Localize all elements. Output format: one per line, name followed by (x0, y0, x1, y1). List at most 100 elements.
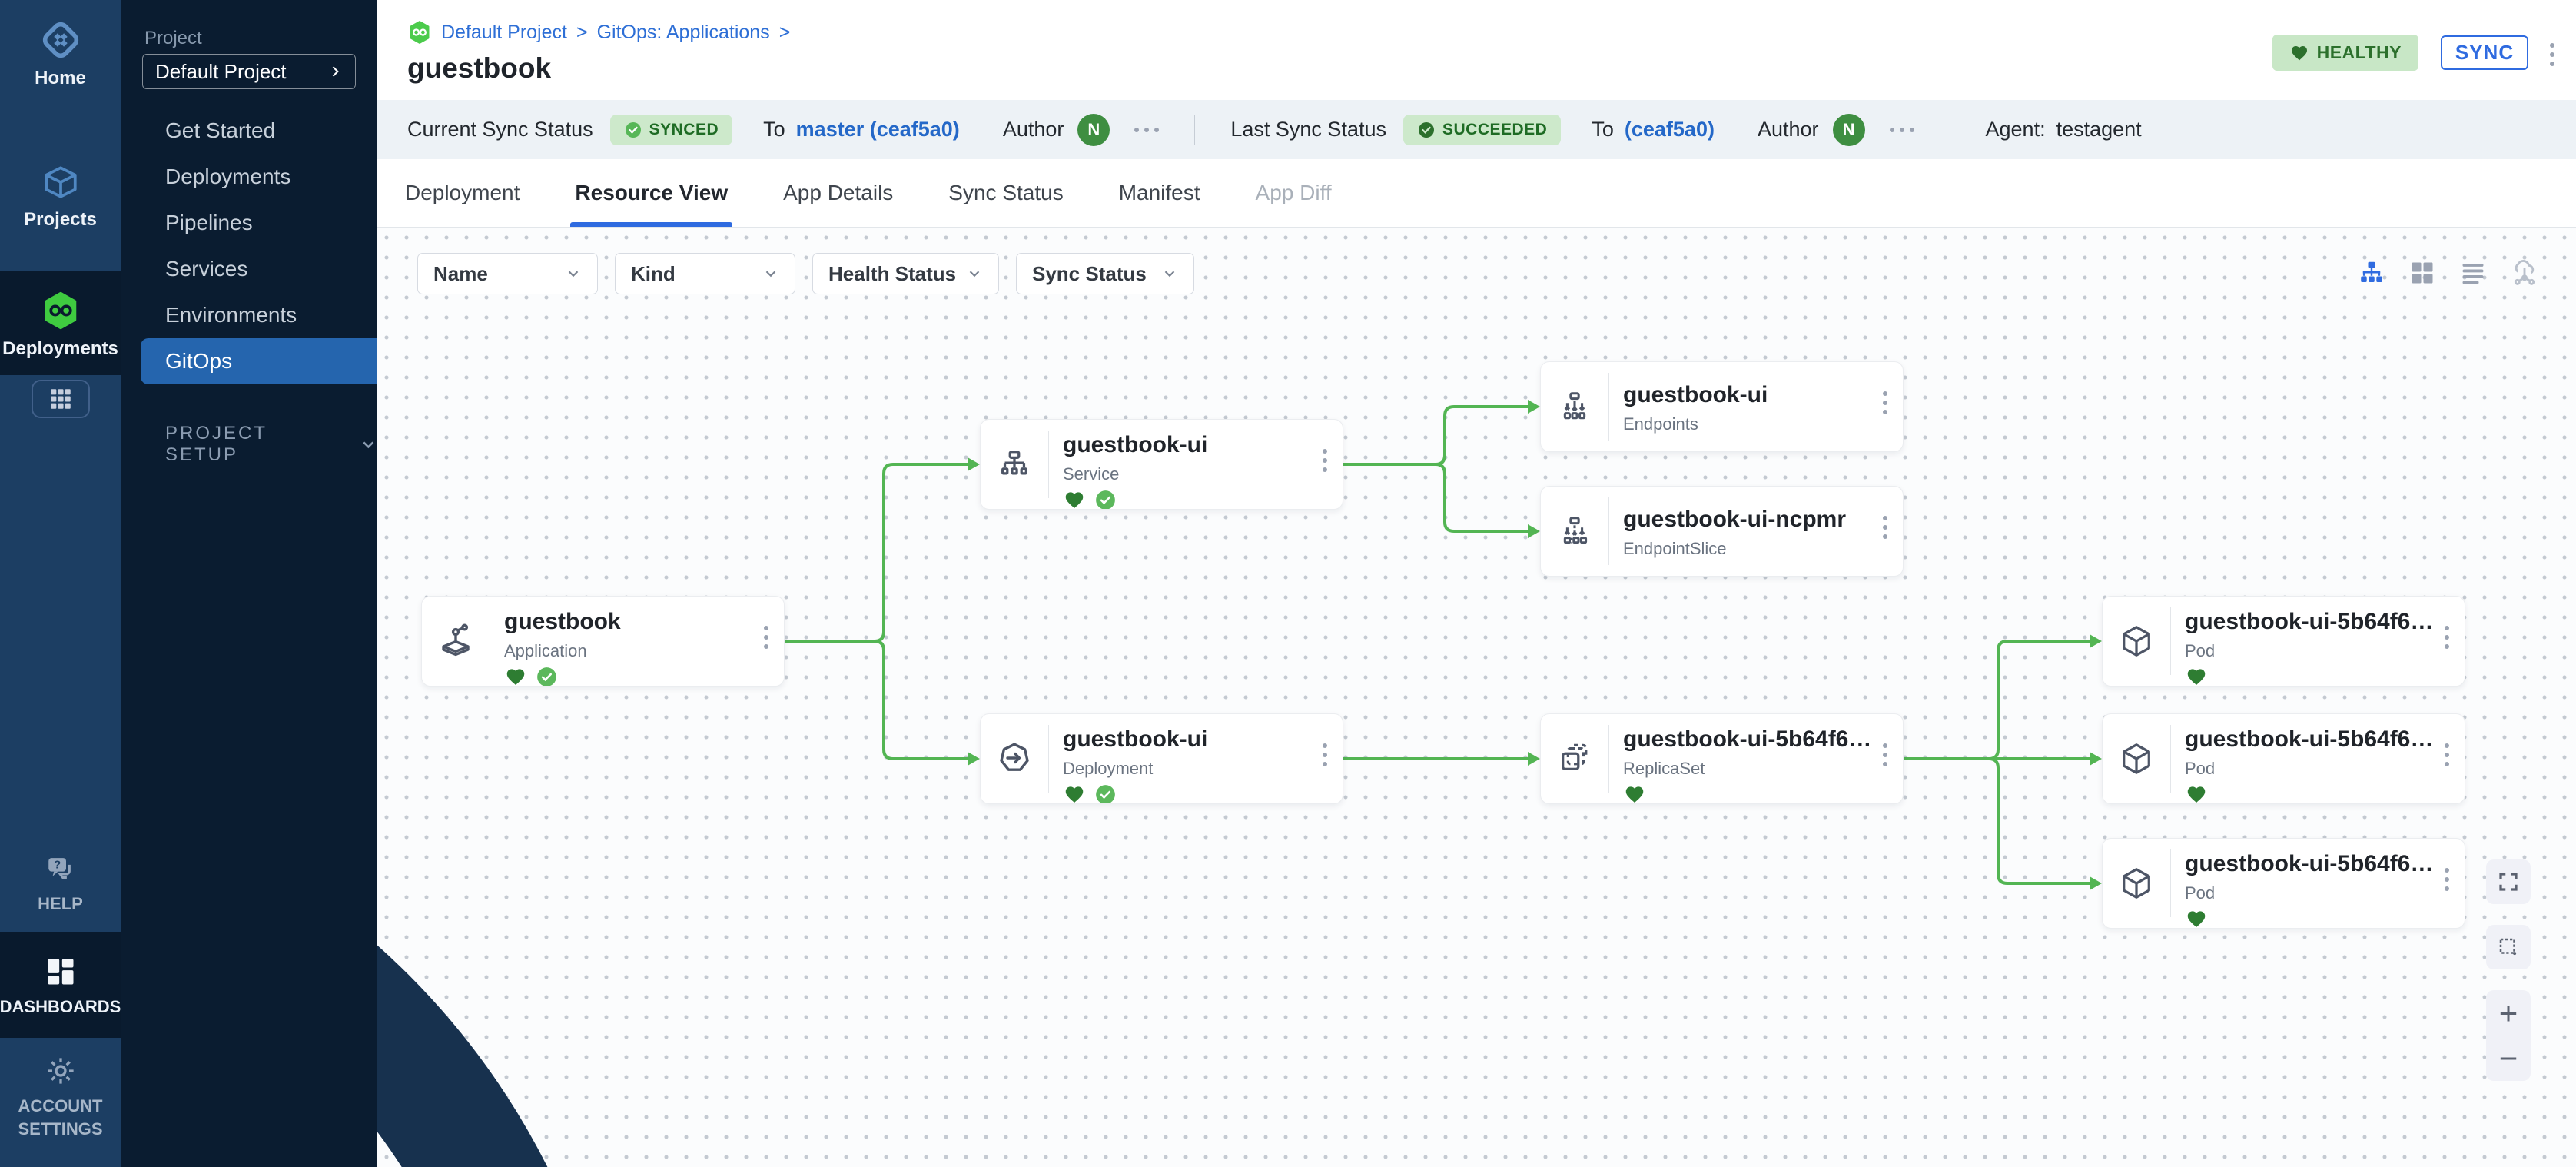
last-sync-more-kebab[interactable] (1889, 127, 1914, 132)
chevron-right-icon (332, 66, 339, 77)
resource-kind: Pod (2185, 759, 2216, 778)
rail-item-help[interactable]: ? HELP (0, 836, 121, 932)
node-menu-kebab[interactable] (764, 626, 768, 649)
rail-label-account-settings: ACCOUNT SETTINGS (18, 1096, 103, 1139)
breadcrumb-item-gitops-applications[interactable]: GitOps: Applications (596, 21, 770, 43)
node-menu-kebab[interactable] (1323, 449, 1327, 472)
node-menu-kebab[interactable] (1883, 743, 1887, 766)
pod-cube-icon (2103, 839, 2170, 928)
resource-kind: EndpointSlice (1623, 539, 1727, 558)
resource-name: guestbook-ui (1063, 726, 1208, 752)
node-menu-kebab[interactable] (1883, 391, 1887, 414)
tab-resource-view[interactable]: Resource View (570, 159, 732, 227)
zoom-controls: + − (2486, 990, 2531, 1081)
resource-name: guestbook-ui-5b64f6959... (2185, 726, 2438, 752)
node-menu-kebab[interactable] (2445, 743, 2449, 766)
healthy-heart-icon (1625, 786, 1644, 803)
tab-sync-status[interactable]: Sync Status (948, 181, 1064, 204)
help-chat-icon: ? (48, 858, 71, 879)
synced-check-icon (537, 667, 556, 686)
resource-name: guestbook-ui-5b64f69597 (1623, 726, 1877, 752)
healthy-heart-icon (2187, 669, 2206, 686)
endpoints-icon (1541, 362, 1608, 451)
agent-label: Agent: (1985, 118, 2046, 141)
resource-node-replicaset-guestbook-ui-5b64f69597[interactable]: guestbook-ui-5b64f69597 ReplicaSet (1540, 713, 1904, 804)
resource-node-service-guestbook-ui[interactable]: guestbook-ui Service (980, 419, 1343, 510)
breadcrumb-item-project[interactable]: Default Project (441, 21, 567, 43)
rail-item-deployments[interactable]: Deployments (0, 271, 121, 375)
rail-item-account-settings[interactable]: ACCOUNT SETTINGS (0, 1038, 121, 1167)
resource-node-endpoints-guestbook-ui[interactable]: guestbook-ui Endpoints (1540, 361, 1904, 452)
filter-health-status[interactable]: Health Status (812, 253, 999, 294)
pod-cube-icon (2103, 714, 2170, 803)
author-label: Author (1757, 118, 1819, 141)
tab-deployment[interactable]: Deployment (405, 181, 520, 204)
harness-home-icon (42, 22, 78, 58)
filter-sync-status[interactable]: Sync Status (1016, 253, 1194, 294)
sidebar-item-pipelines[interactable]: Pipelines (165, 211, 253, 234)
status-divider (1194, 114, 1196, 145)
filter-kind[interactable]: Kind (615, 253, 795, 294)
check-circle-icon (1418, 121, 1434, 138)
node-menu-kebab[interactable] (1323, 743, 1327, 766)
node-menu-kebab[interactable] (2445, 868, 2449, 891)
resource-node-endpointslice-guestbook-ui-ncpmr[interactable]: guestbook-ui-ncpmr EndpointSlice (1540, 486, 1904, 577)
sync-button[interactable]: SYNC (2441, 35, 2528, 70)
rail-item-projects[interactable]: Projects (0, 146, 121, 248)
project-selector-value: Default Project (155, 59, 287, 83)
zoom-out-button[interactable]: − (2498, 1039, 2518, 1076)
last-sync-status-badge: SUCCEEDED (1403, 114, 1562, 145)
gear-icon (47, 1058, 74, 1084)
chevron-down-icon (568, 271, 579, 278)
breadcrumb: Default Project > GitOps: Applications > (407, 20, 790, 45)
module-picker-button[interactable] (31, 380, 90, 418)
resource-tree-edges (785, 400, 2102, 890)
resource-node-pod-1[interactable]: guestbook-ui-5b64f6959... Pod (2102, 596, 2465, 687)
last-sync-revision-link[interactable]: (ceaf5a0) (1624, 118, 1715, 141)
author-avatar[interactable]: N (1077, 113, 1110, 146)
endpointslice-icon (1541, 487, 1608, 576)
selection-mode-button[interactable] (2486, 925, 2531, 969)
tab-manifest[interactable]: Manifest (1118, 181, 1200, 204)
sidebar-item-services[interactable]: Services (165, 257, 248, 281)
resource-kind: Endpoints (1623, 414, 1698, 434)
sidebar-item-gitops[interactable]: GitOps (141, 338, 377, 384)
main-content: Default Project > GitOps: Applications >… (377, 0, 2576, 1167)
node-menu-kebab[interactable] (2445, 626, 2449, 649)
healthy-heart-icon (2187, 786, 2206, 803)
resource-node-pod-3[interactable]: guestbook-ui-5b64f6959... Pod (2102, 838, 2465, 929)
resource-node-deployment-guestbook-ui[interactable]: guestbook-ui Deployment (980, 713, 1343, 804)
rail-item-dashboards[interactable]: DASHBOARDS (0, 932, 121, 1038)
nav-rail: Home Projects Deployments (0, 0, 121, 1167)
current-sync-status-label: Current Sync Status (407, 118, 593, 141)
filter-name[interactable]: Name (417, 253, 598, 294)
synced-check-icon (1096, 490, 1115, 509)
list-view-icon[interactable] (2459, 259, 2487, 287)
project-setup-toggle[interactable]: PROJECT SETUP (165, 423, 377, 466)
current-sync-revision-link[interactable]: master (ceaf5a0) (795, 118, 960, 141)
rail-item-home[interactable]: Home (0, 0, 121, 106)
project-selector[interactable]: Default Project (142, 54, 356, 89)
tab-app-details[interactable]: App Details (783, 181, 894, 204)
current-sync-more-kebab[interactable] (1134, 127, 1160, 132)
resource-node-pod-2[interactable]: guestbook-ui-5b64f6959... Pod (2102, 713, 2465, 804)
chevron-down-icon (1164, 271, 1175, 278)
healthy-heart-icon (2187, 911, 2206, 928)
dashboards-icon (48, 959, 73, 985)
gitops-hexagon-icon (410, 21, 430, 44)
network-view-icon[interactable] (2510, 258, 2539, 288)
node-menu-kebab[interactable] (1883, 516, 1887, 539)
grid-view-icon[interactable] (2408, 259, 2436, 287)
sidebar-item-get-started[interactable]: Get Started (165, 118, 276, 142)
expand-icon (2499, 873, 2518, 891)
zoom-in-button[interactable]: + (2498, 994, 2518, 1031)
resource-node-application-guestbook[interactable]: guestbook Application (421, 596, 785, 687)
sidebar-item-deployments[interactable]: Deployments (165, 165, 291, 188)
resource-tree-canvas[interactable]: Name Kind Health Status Sync Status (377, 228, 2576, 1167)
tree-view-icon[interactable] (2358, 259, 2385, 287)
app-menu-kebab[interactable] (2550, 43, 2554, 66)
chevron-down-icon (969, 271, 980, 278)
author-avatar[interactable]: N (1832, 113, 1865, 146)
fit-to-screen-button[interactable] (2486, 859, 2531, 904)
sidebar-item-environments[interactable]: Environments (165, 303, 297, 327)
